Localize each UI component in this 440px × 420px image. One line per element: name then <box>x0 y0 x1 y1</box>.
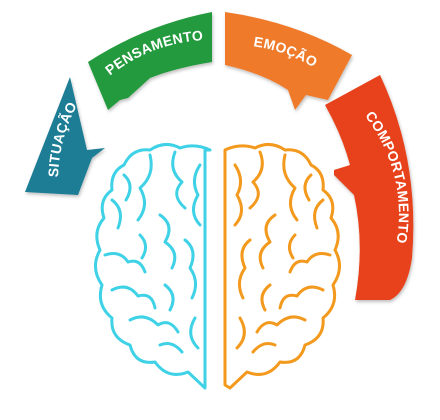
brain-right-hemisphere <box>223 143 341 390</box>
segment-situacao: SITUAÇÃO <box>25 77 105 195</box>
segment-comportamento-band <box>325 75 414 300</box>
segment-emocao-band <box>225 12 352 110</box>
brain-left-hemisphere <box>94 143 212 390</box>
segment-situacao-band <box>25 77 105 195</box>
segment-pensamento-band <box>88 12 212 110</box>
brain-illustration <box>94 143 341 390</box>
segment-emocao: EMOÇÃO <box>225 12 352 110</box>
segment-pensamento: PENSAMENTO <box>88 12 212 110</box>
